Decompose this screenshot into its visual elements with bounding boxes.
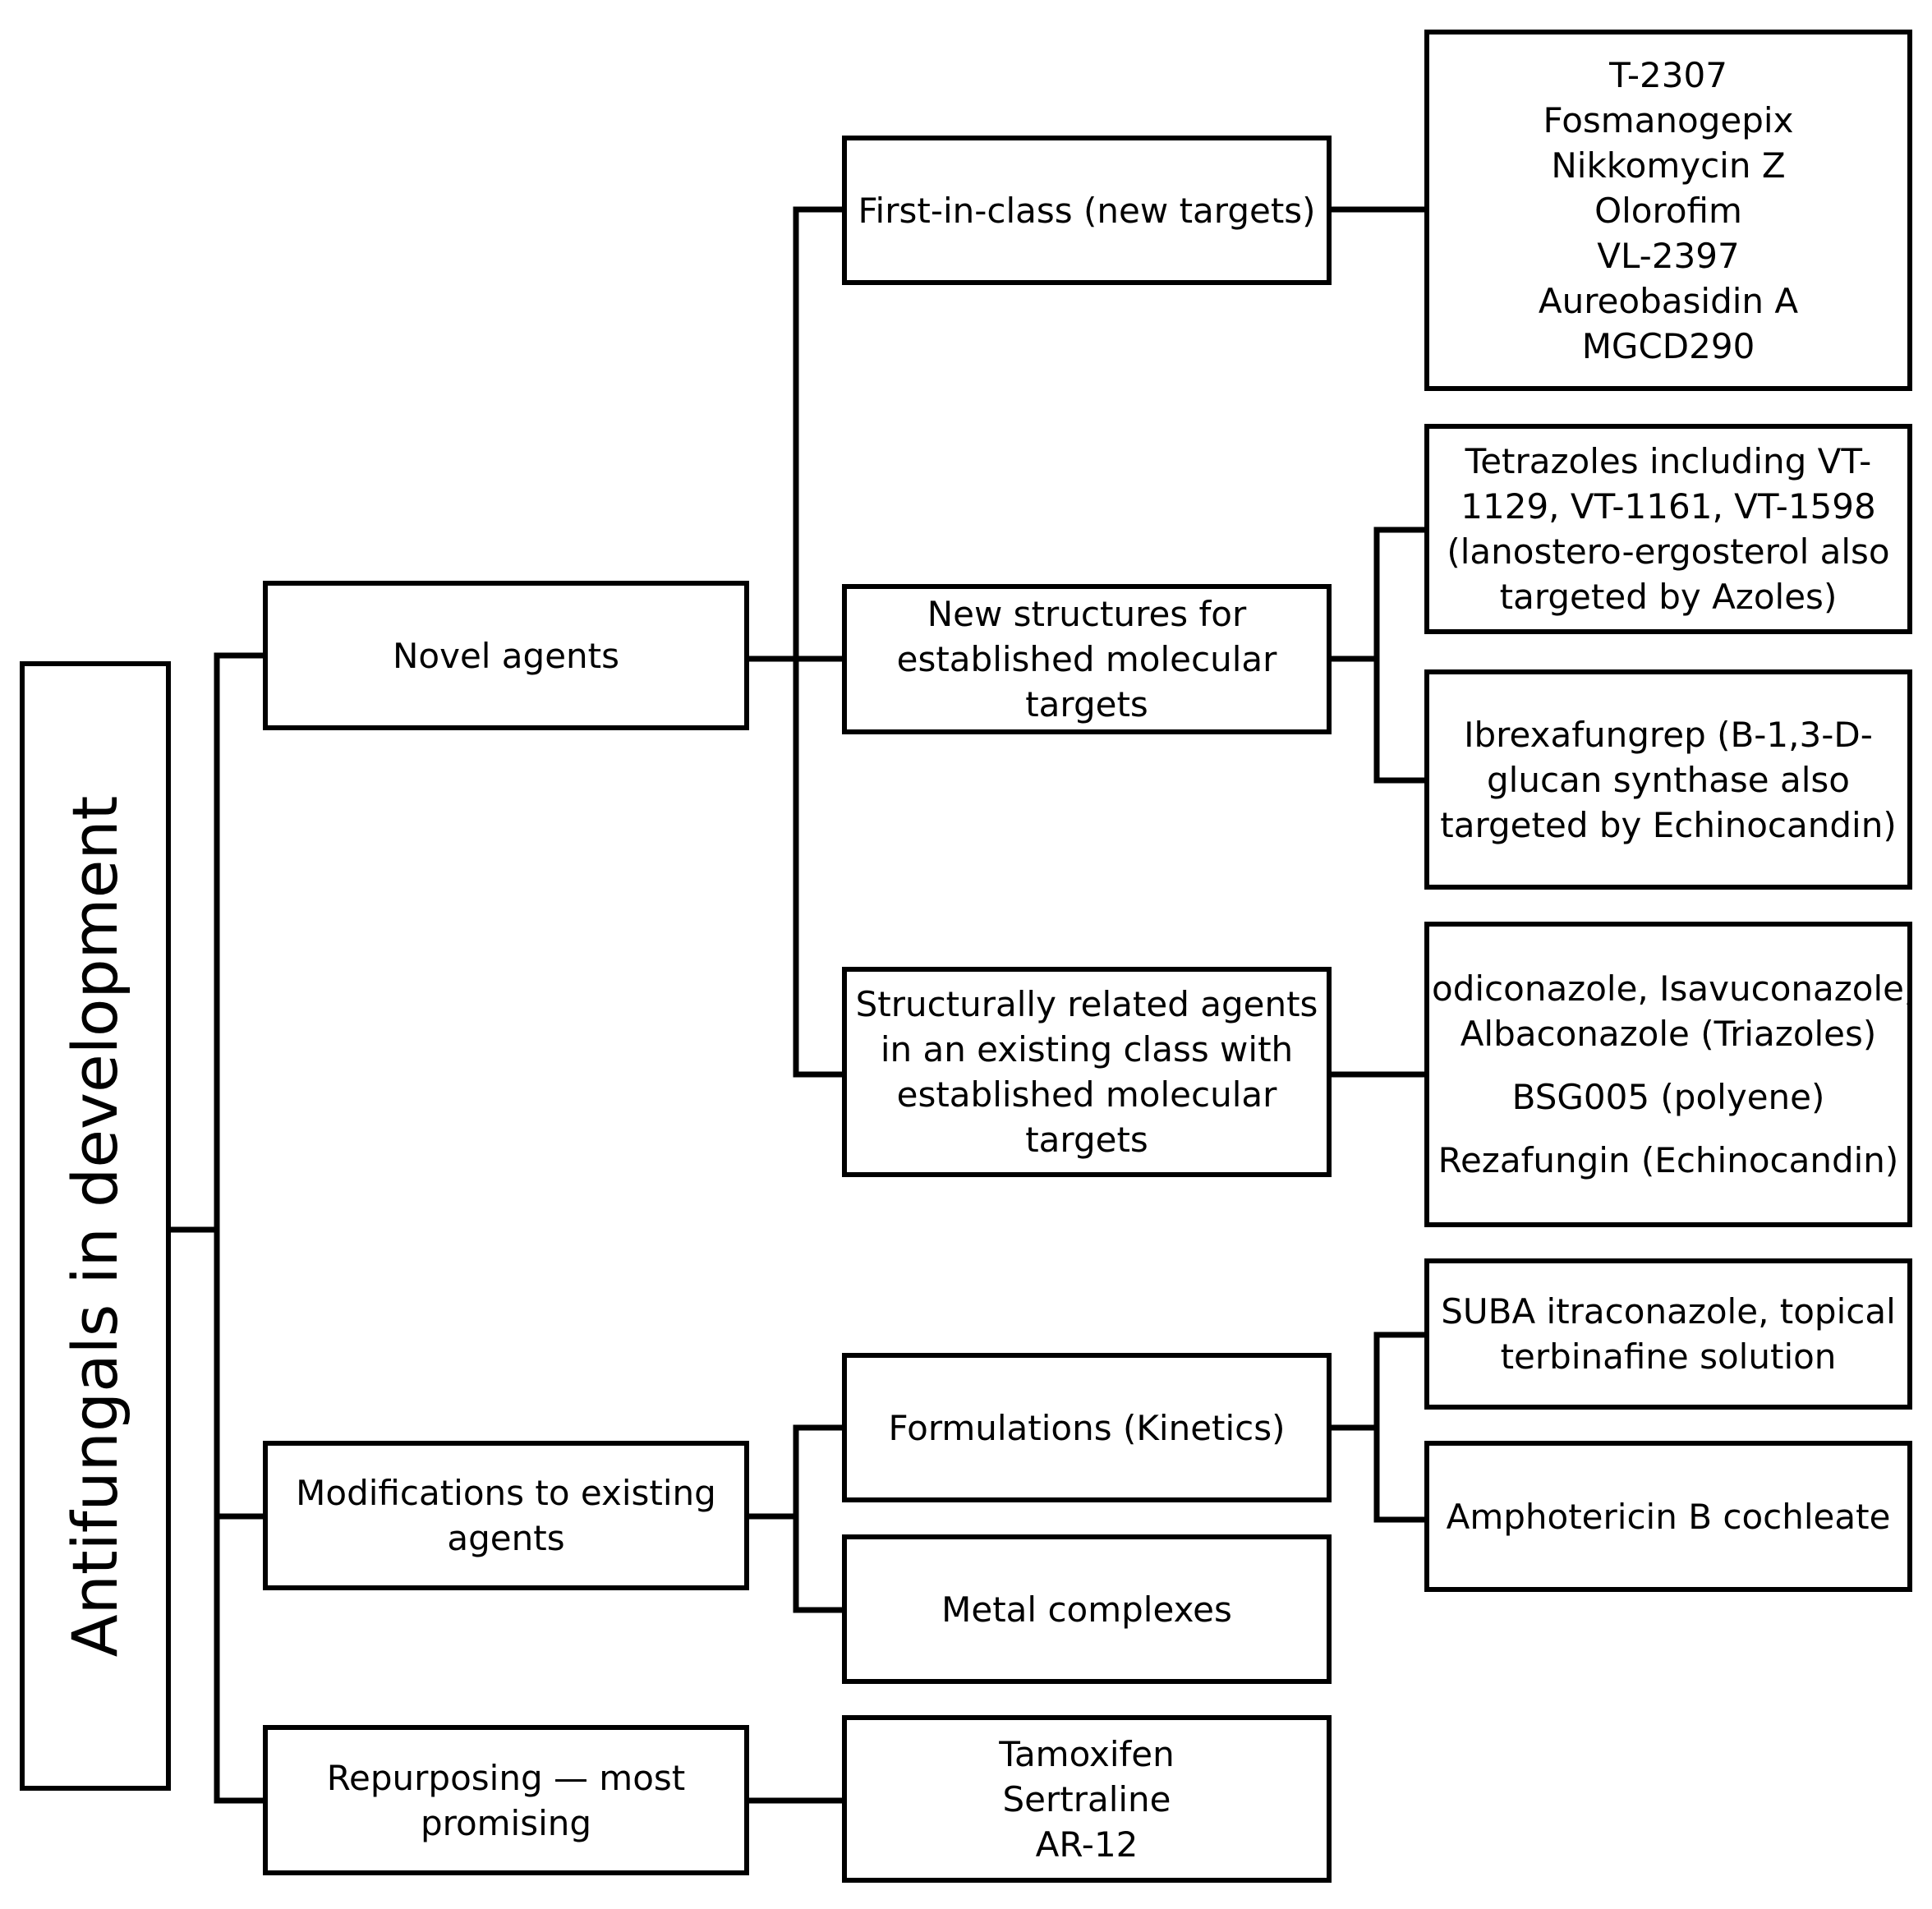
- node-label-line: in an existing class with: [880, 1029, 1294, 1070]
- node-novel-agents: Novel agents: [263, 581, 749, 730]
- node-suba-itraconazole: SUBA itraconazole, topical terbinafine s…: [1424, 1258, 1912, 1410]
- node-label-line: promising: [420, 1802, 592, 1843]
- node-label-line: Modifications to existing: [296, 1473, 716, 1513]
- node-ibrexafungrep: Ibrexafungrep (B-1,3-D- glucan synthase …: [1424, 669, 1912, 890]
- node-structurally-related-drugs: Iodiconazole, Isavuconazole, Albaconazol…: [1424, 922, 1912, 1227]
- node-label-line: 1129, VT-1161, VT-1598: [1460, 486, 1876, 527]
- node-metal-complexes: Metal complexes: [842, 1534, 1332, 1684]
- node-modifications-to-existing-agents: Modifications to existing agents: [263, 1441, 749, 1590]
- drug-item: Iodiconazole, Isavuconazole,: [1424, 968, 1912, 1009]
- drug-item: Nikkomycin Z: [1551, 145, 1786, 186]
- drug-item: BSG005 (polyene): [1511, 1077, 1825, 1117]
- node-tetrazoles: Tetrazoles including VT- 1129, VT-1161, …: [1424, 424, 1912, 634]
- node-first-in-class: First-in-class (new targets): [842, 136, 1332, 285]
- drug-item: MGCD290: [1581, 325, 1755, 366]
- root-label: Antifungals in development: [58, 795, 131, 1657]
- node-label: Metal complexes: [941, 1589, 1232, 1630]
- drug-item: Olorofim: [1594, 190, 1742, 231]
- node-label: Formulations (Kinetics): [888, 1407, 1286, 1448]
- node-label-line: agents: [447, 1518, 565, 1558]
- node-label-line: established molecular: [896, 1074, 1277, 1115]
- node-label-line: New structures for: [927, 594, 1247, 634]
- node-label-line: established molecular: [896, 639, 1277, 679]
- drug-item: Fosmanogepix: [1543, 99, 1794, 140]
- drug-item: Sertraline: [1002, 1778, 1171, 1819]
- node-label-line: Ibrexafungrep (B-1,3-D-: [1464, 714, 1873, 755]
- node-repurposing: Repurposing — most promising: [263, 1725, 749, 1875]
- node-formulations-kinetics: Formulations (Kinetics): [842, 1353, 1332, 1502]
- drug-item: T-2307: [1609, 54, 1727, 95]
- node-label-line: SUBA itraconazole, topical: [1441, 1291, 1896, 1332]
- node-label-line: glucan synthase also: [1487, 759, 1850, 800]
- node-label-line: Repurposing — most: [326, 1757, 686, 1798]
- node-label: Amphotericin B cochleate: [1446, 1496, 1891, 1537]
- node-label-line: Structurally related agents: [855, 984, 1318, 1024]
- node-label-line: targeted by Azoles): [1499, 577, 1838, 617]
- node-label-line: terbinafine solution: [1500, 1336, 1837, 1377]
- drug-item: Tamoxifen: [999, 1733, 1175, 1774]
- drug-item: Aureobasidin A: [1538, 280, 1799, 321]
- root-antifungals-in-development: Antifungals in development: [20, 661, 171, 1791]
- node-label: Novel agents: [392, 635, 620, 676]
- node-amphotericin-b-cochleate: Amphotericin B cochleate: [1424, 1441, 1912, 1592]
- node-label: First-in-class (new targets): [858, 190, 1316, 231]
- node-new-structures: New structures for established molecular…: [842, 584, 1332, 734]
- drug-item: Rezafungin (Echinocandin): [1438, 1140, 1899, 1180]
- drug-item: AR-12: [1035, 1824, 1138, 1865]
- node-label-line: targets: [1025, 684, 1148, 724]
- node-first-in-class-drugs: T-2307 Fosmanogepix Nikkomycin Z Olorofi…: [1424, 30, 1912, 391]
- node-repurposed-drugs: Tamoxifen Sertraline AR-12: [842, 1715, 1332, 1883]
- node-label-line: Tetrazoles including VT-: [1465, 441, 1872, 481]
- drug-item: VL-2397: [1597, 235, 1740, 276]
- drug-item: Albaconazole (Triazoles): [1460, 1014, 1877, 1054]
- node-label-line: targets: [1025, 1120, 1148, 1160]
- node-label-line: (lanostero-ergosterol also: [1447, 531, 1890, 572]
- node-label-line: targeted by Echinocandin): [1440, 804, 1897, 845]
- node-structurally-related-agents: Structurally related agents in an existi…: [842, 967, 1332, 1177]
